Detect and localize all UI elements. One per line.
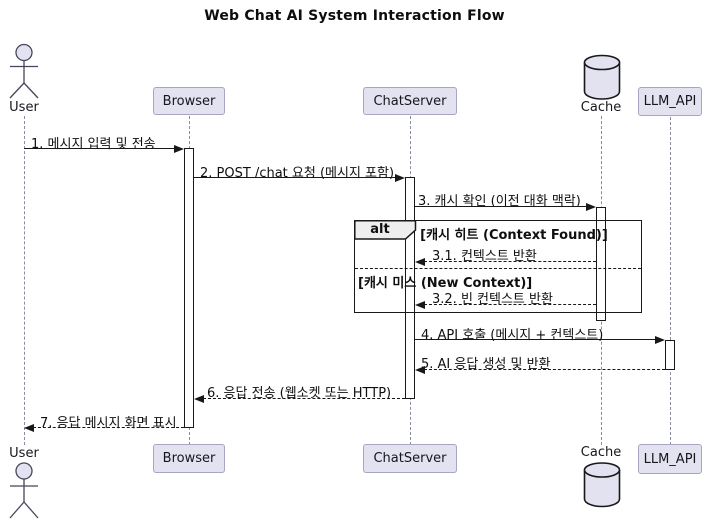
- participant-cache-label-bottom: Cache: [580, 445, 622, 460]
- alt-guard-cache-miss: [캐시 미스 (New Context)]: [358, 276, 533, 291]
- participant-cache-label-top: Cache: [580, 100, 622, 115]
- participant-user-label-top: User: [9, 100, 39, 115]
- diagram-title: Web Chat AI System Interaction Flow: [204, 8, 505, 24]
- participant-chatserver-bottom: ChatServer: [363, 444, 457, 473]
- alt-frame-operator: alt: [370, 222, 390, 237]
- message-5-label: 5. AI 응답 생성 및 반환: [421, 357, 551, 372]
- arrowhead-left-icon: [194, 394, 204, 403]
- message-3-label: 3. 캐시 확인 (이전 대화 맥락): [418, 194, 581, 209]
- participant-llmapi-top: LLM_API: [638, 87, 702, 116]
- participant-chatserver-top: ChatServer: [363, 87, 457, 115]
- message-7-label: 7. 응답 메시지 화면 표시: [40, 416, 177, 431]
- llmapi-lifeline: [670, 117, 671, 445]
- message-1-label: 1. 메시지 입력 및 전송: [31, 137, 156, 152]
- user-lifeline: [24, 116, 25, 445]
- arrowhead-right-icon: [586, 202, 596, 211]
- arrowhead-left-icon: [24, 423, 34, 432]
- participant-llmapi-bottom: LLM_API: [638, 444, 702, 474]
- message-6-label: 6. 응답 전송 (웹소켓 또는 HTTP): [207, 386, 392, 401]
- message-6-arrow: [203, 398, 405, 399]
- arrowhead-right-icon: [395, 173, 405, 182]
- user-actor-icon: [4, 43, 44, 101]
- message-3-2-label: 3.2. 빈 컨텍스트 반환: [432, 292, 553, 307]
- arrowhead-left-icon: [415, 300, 425, 309]
- message-4-label: 4. API 호출 (메시지 + 컨텍스트): [421, 328, 604, 343]
- message-3-1-arrow: [424, 261, 596, 262]
- arrowhead-left-icon: [415, 257, 425, 266]
- message-1-arrow: [24, 148, 175, 149]
- message-2-arrow: [194, 177, 396, 178]
- participant-browser-top: Browser: [153, 87, 225, 115]
- alt-frame-pentagon: [354, 220, 417, 240]
- browser-activation-bar: [184, 148, 194, 428]
- cache-activation-bar: [596, 207, 606, 321]
- message-3-2-arrow: [424, 304, 596, 305]
- participant-browser-bottom: Browser: [153, 444, 225, 473]
- message-3-arrow: [415, 206, 587, 207]
- alt-frame: [354, 220, 642, 313]
- llmapi-activation-bar: [665, 340, 675, 370]
- message-4-arrow: [415, 339, 656, 340]
- arrowhead-right-icon: [174, 144, 184, 153]
- chatserver-activation-bar: [405, 177, 415, 399]
- alt-guard-cache-hit: [캐시 히트 (Context Found)]: [420, 228, 608, 243]
- arrowhead-right-icon: [655, 335, 665, 344]
- message-2-label: 2. POST /chat 요청 (메시지 포함): [200, 166, 395, 181]
- database-icon: [583, 461, 621, 509]
- message-7-arrow: [33, 427, 184, 428]
- participant-user-label-bottom: User: [9, 446, 39, 461]
- user-actor-icon: [4, 461, 44, 521]
- database-icon: [583, 54, 621, 101]
- alt-frame-divider: [355, 268, 641, 269]
- arrowhead-left-icon: [415, 365, 425, 374]
- message-5-arrow: [424, 369, 665, 370]
- message-3-1-label: 3.1. 컨텍스트 반환: [432, 249, 537, 264]
